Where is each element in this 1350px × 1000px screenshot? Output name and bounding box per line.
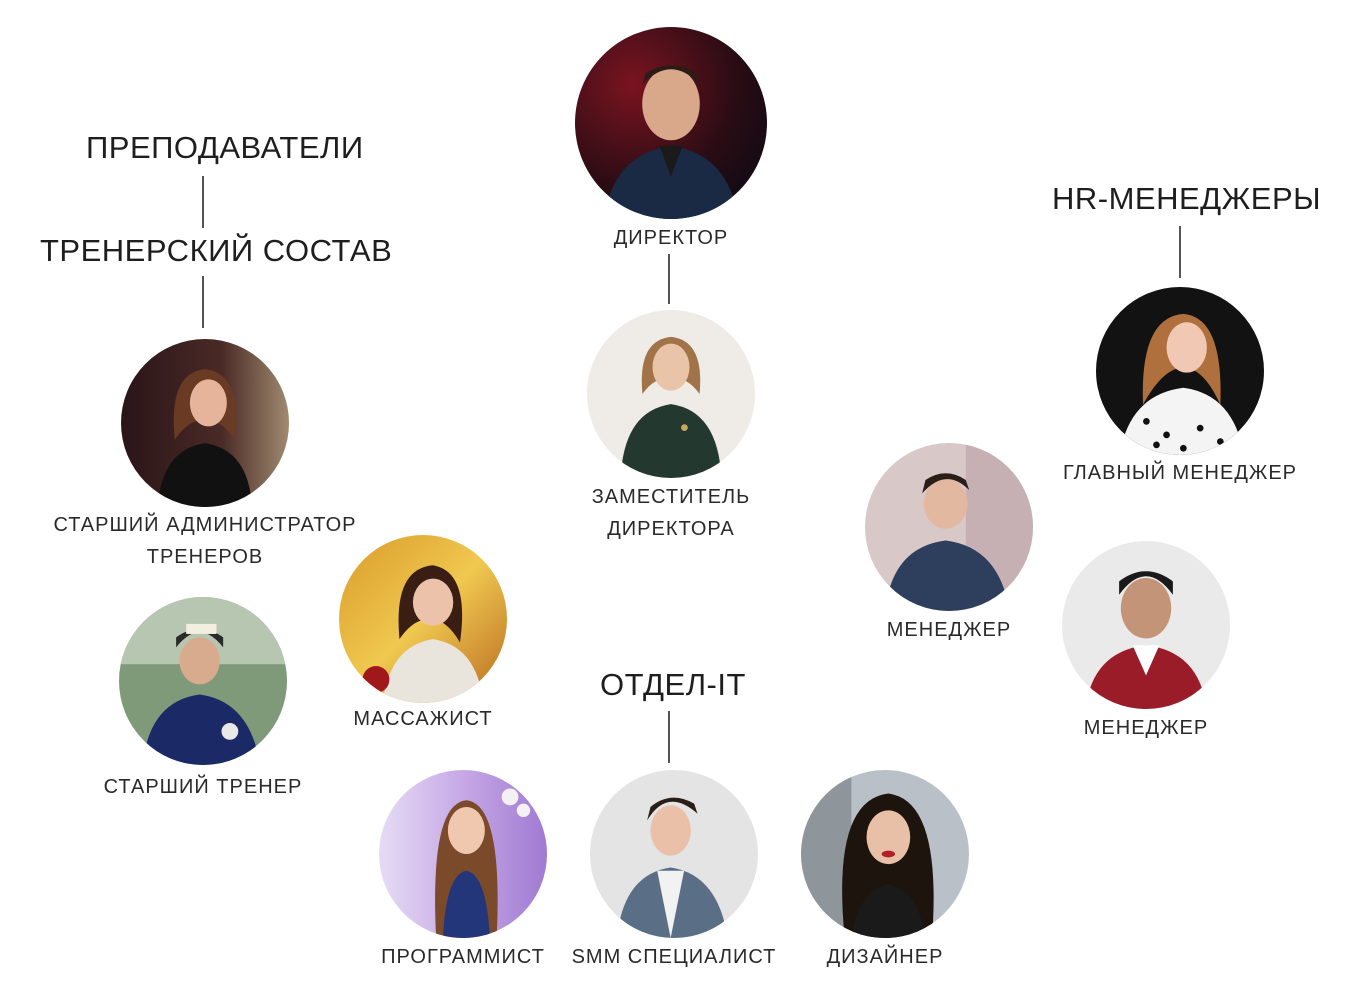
deputy-director-role-line1: ЗАМЕСТИТЕЛЬ — [591, 486, 751, 508]
senior-admin-role-line2: ТРЕНЕРОВ — [146, 546, 264, 568]
masseur-photo — [339, 535, 507, 703]
director-photo — [575, 27, 767, 219]
heading-teachers: ПРЕПОДАВАТЕЛИ — [86, 130, 364, 165]
connector-coaching-admin — [202, 276, 204, 328]
connector-director-deputy — [668, 254, 670, 304]
smm-specialist-role: SMM СПЕЦИАЛИСТ — [571, 946, 777, 968]
smm-specialist-photo — [590, 770, 758, 938]
senior-coach-role: СТАРШИЙ ТРЕНЕР — [103, 776, 303, 798]
manager-1-photo — [865, 443, 1033, 611]
manager-2-role: МЕНЕДЖЕР — [1083, 717, 1209, 739]
senior-admin-role-line1: СТАРШИЙ АДМИНИСТРАТОР — [53, 514, 357, 536]
heading-hr-managers: HR-МЕНЕДЖЕРЫ — [1052, 181, 1322, 216]
programmer-role: ПРОГРАММИСТ — [381, 946, 545, 968]
senior-admin-photo — [121, 339, 289, 507]
designer-photo — [801, 770, 969, 938]
manager-2-photo — [1062, 541, 1230, 709]
head-manager-photo — [1096, 287, 1264, 455]
designer-role: ДИЗАЙНЕР — [826, 946, 944, 968]
head-manager-role: ГЛАВНЫЙ МЕНЕДЖЕР — [1062, 462, 1298, 484]
masseur-role: МАССАЖИСТ — [353, 708, 493, 730]
heading-it-department: ОТДЕЛ-IT — [600, 667, 746, 702]
manager-1-role: МЕНЕДЖЕР — [886, 619, 1012, 641]
connector-teachers-coaching — [202, 176, 204, 228]
connector-hr-head-manager — [1179, 226, 1181, 278]
director-role: ДИРЕКТОР — [613, 227, 729, 249]
connector-it-smm — [668, 711, 670, 763]
heading-coaching-staff: ТРЕНЕРСКИЙ СОСТАВ — [40, 233, 393, 268]
programmer-photo — [379, 770, 547, 938]
deputy-director-photo — [587, 310, 755, 478]
deputy-director-role-line2: ДИРЕКТОРА — [607, 518, 735, 540]
senior-coach-photo — [119, 597, 287, 765]
